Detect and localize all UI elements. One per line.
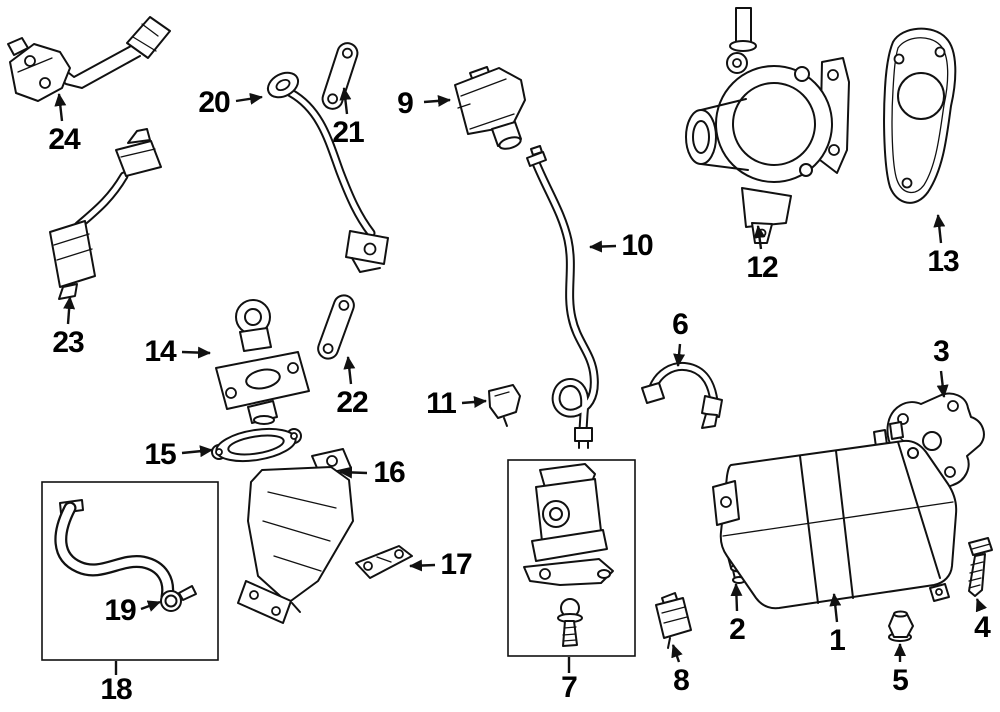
part-10-tube	[526, 145, 599, 449]
part-4-bolt	[968, 537, 993, 597]
callout-arrow-19	[140, 600, 161, 612]
part-7-purge-valve-kit	[507, 459, 636, 657]
callout-arrow-1	[829, 593, 842, 623]
part-1-canister	[712, 421, 958, 610]
part-15-gasket-ring	[211, 427, 302, 463]
part-9-sensor	[454, 66, 526, 150]
part-20-egr-pipe	[266, 71, 389, 273]
callout-arrow-15	[181, 445, 213, 458]
part-5-nut	[888, 610, 914, 642]
part-12-purge-pump	[685, 7, 850, 244]
callout-arrow-22	[343, 356, 356, 385]
callout-arrow-11	[461, 396, 487, 408]
callout-arrow-8	[671, 644, 683, 663]
callout-arrow-13	[933, 214, 946, 244]
part-6-hose	[641, 362, 723, 429]
callout-arrow-21	[339, 87, 352, 115]
part-18-hose-kit	[41, 481, 219, 661]
part-8-valve	[655, 592, 692, 649]
callout-arrow-2	[730, 583, 743, 612]
callout-arrow-4	[975, 598, 988, 613]
part-14-egr-valve	[215, 299, 310, 425]
callout-arrow-24	[54, 93, 67, 122]
callout-arrow-6	[673, 343, 686, 367]
part-23-hose-assembly	[49, 128, 162, 300]
callout-arrows	[54, 87, 988, 675]
callout-arrow-9	[423, 94, 451, 107]
part-13-gasket-plate	[883, 27, 957, 204]
callout-arrow-3	[936, 370, 949, 398]
callout-arrow-14	[181, 346, 211, 359]
callout-arrow-16	[339, 466, 368, 479]
callout-arrow-10	[589, 240, 617, 253]
part-16-pipe-assembly	[237, 448, 354, 624]
callout-arrow-23	[63, 296, 76, 325]
callout-arrow-12	[753, 225, 766, 250]
part-21-gasket	[321, 42, 359, 110]
part-24-bracket-connector	[7, 16, 171, 102]
part-19-clamp	[160, 585, 197, 612]
part-22-gasket	[317, 294, 355, 360]
part-11-clip	[488, 384, 521, 427]
callout-arrow-17	[409, 559, 436, 572]
callout-arrow-20	[235, 92, 263, 105]
part-17-bracket	[355, 545, 413, 579]
